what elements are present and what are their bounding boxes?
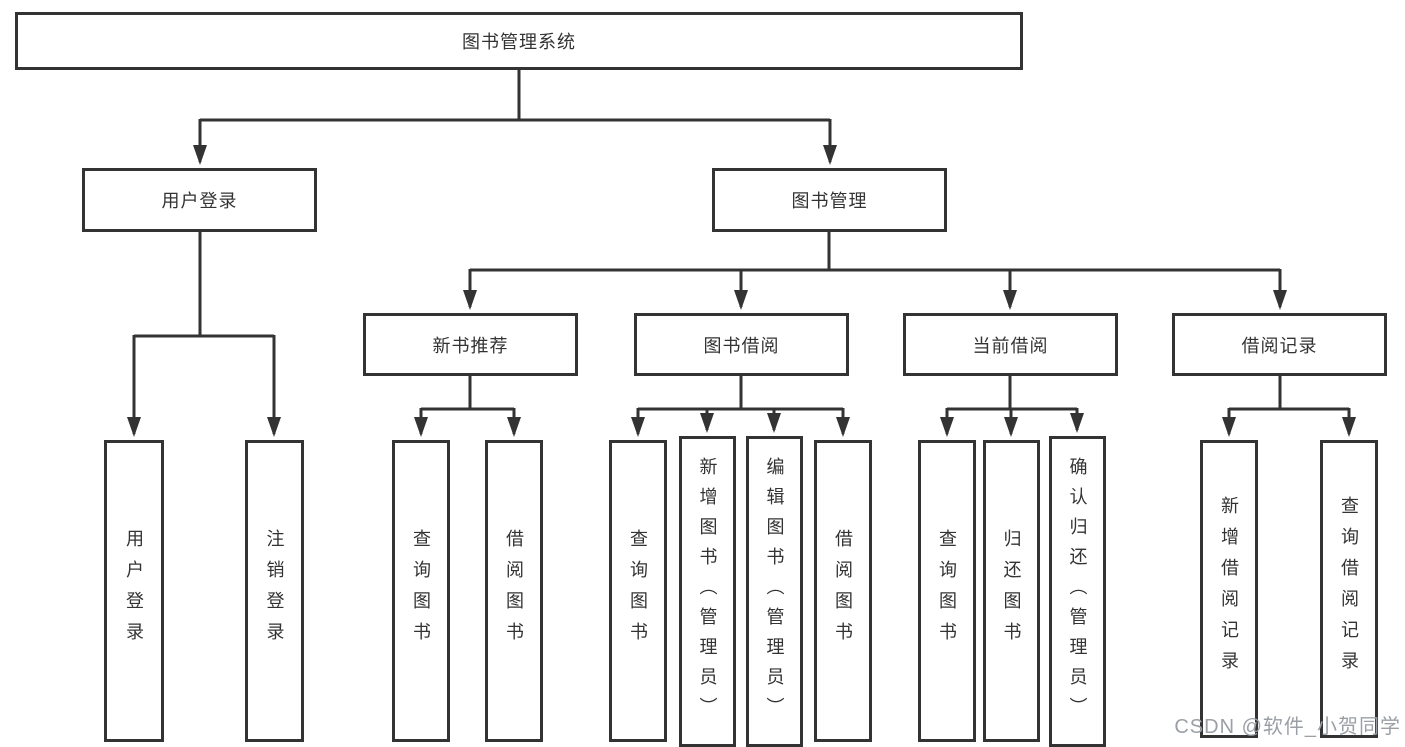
node-label: 编辑图书（管理员） bbox=[764, 456, 785, 727]
node-user-login: 用户登录 bbox=[82, 168, 317, 232]
node-library-management-system: 图书管理系统 bbox=[15, 12, 1023, 70]
node-query-books: 查询图书 bbox=[609, 440, 667, 742]
node-label: 新增借阅记录 bbox=[1219, 496, 1239, 682]
node-label: 新书推荐 bbox=[432, 335, 509, 356]
node-label: 图书借阅 bbox=[703, 335, 780, 356]
node-label: 图书管理 bbox=[791, 191, 868, 211]
node-label: 用户登录 bbox=[124, 529, 144, 653]
node-borrowing-records: 借阅记录 bbox=[1172, 313, 1387, 376]
node-book-borrowing: 图书借阅 bbox=[634, 313, 849, 376]
node-borrow-books: 借阅图书 bbox=[814, 440, 872, 742]
watermark-csdn: CSDN @软件_小贺同学 bbox=[1174, 716, 1401, 738]
node-label: 图书管理系统 bbox=[462, 32, 576, 52]
node-logout: 注销登录 bbox=[245, 440, 304, 742]
node-edit-book-admin: 编辑图书（管理员） bbox=[746, 436, 803, 747]
node-current-borrowing: 当前借阅 bbox=[903, 313, 1118, 376]
node-label: 归还图书 bbox=[1001, 529, 1022, 653]
node-add-book-admin: 新增图书（管理员） bbox=[679, 436, 736, 747]
node-user-login-leaf: 用户登录 bbox=[104, 440, 164, 742]
node-borrow-books: 借阅图书 bbox=[485, 440, 543, 742]
node-return-book: 归还图书 bbox=[983, 440, 1040, 742]
node-query-borrow-record: 查询借阅记录 bbox=[1320, 440, 1378, 738]
node-label: 借阅图书 bbox=[504, 529, 524, 653]
node-confirm-return-admin: 确认归还（管理员） bbox=[1049, 436, 1106, 747]
node-add-borrow-record: 新增借阅记录 bbox=[1200, 440, 1258, 738]
node-label: 借阅记录 bbox=[1241, 335, 1318, 356]
node-new-book-recommendation: 新书推荐 bbox=[363, 313, 578, 376]
node-query-books: 查询图书 bbox=[392, 440, 450, 742]
node-label: 新增图书（管理员） bbox=[697, 456, 718, 727]
node-label: 查询图书 bbox=[628, 529, 648, 653]
node-label: 查询图书 bbox=[411, 529, 431, 653]
node-label: 查询借阅记录 bbox=[1339, 496, 1359, 682]
node-label: 确认归还（管理员） bbox=[1067, 456, 1088, 727]
node-book-management: 图书管理 bbox=[712, 168, 947, 232]
node-label: 当前借阅 bbox=[972, 335, 1049, 356]
node-label: 查询图书 bbox=[937, 529, 957, 653]
node-label: 用户登录 bbox=[161, 191, 238, 211]
node-label: 注销登录 bbox=[264, 529, 285, 653]
node-label: 借阅图书 bbox=[833, 529, 853, 653]
node-query-books: 查询图书 bbox=[918, 440, 976, 742]
